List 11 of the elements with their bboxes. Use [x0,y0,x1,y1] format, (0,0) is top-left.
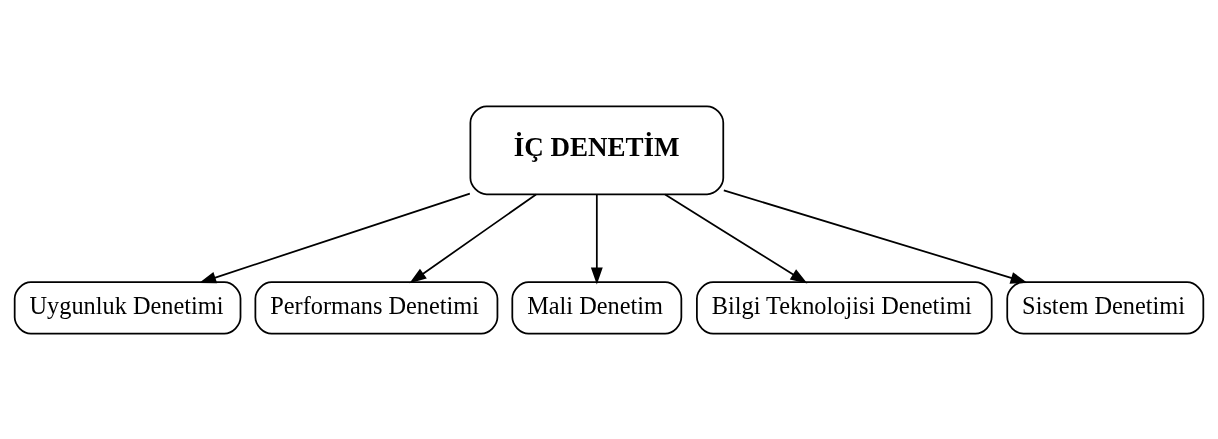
arrow [590,193,603,284]
node-box: İÇ DENETİM [469,105,725,195]
arrow [664,193,808,283]
node-box: Bilgi Teknolojisi Denetimi [696,280,993,334]
arrow [199,192,471,283]
node-box: Sistem Denetimi [1006,280,1205,334]
node-box: Mali Denetim [511,280,683,334]
arrow [409,193,537,283]
node-box: Performans Denetimi [254,280,499,334]
arrow [722,189,1028,284]
node-box: Uygunluk Denetimi [13,280,242,334]
